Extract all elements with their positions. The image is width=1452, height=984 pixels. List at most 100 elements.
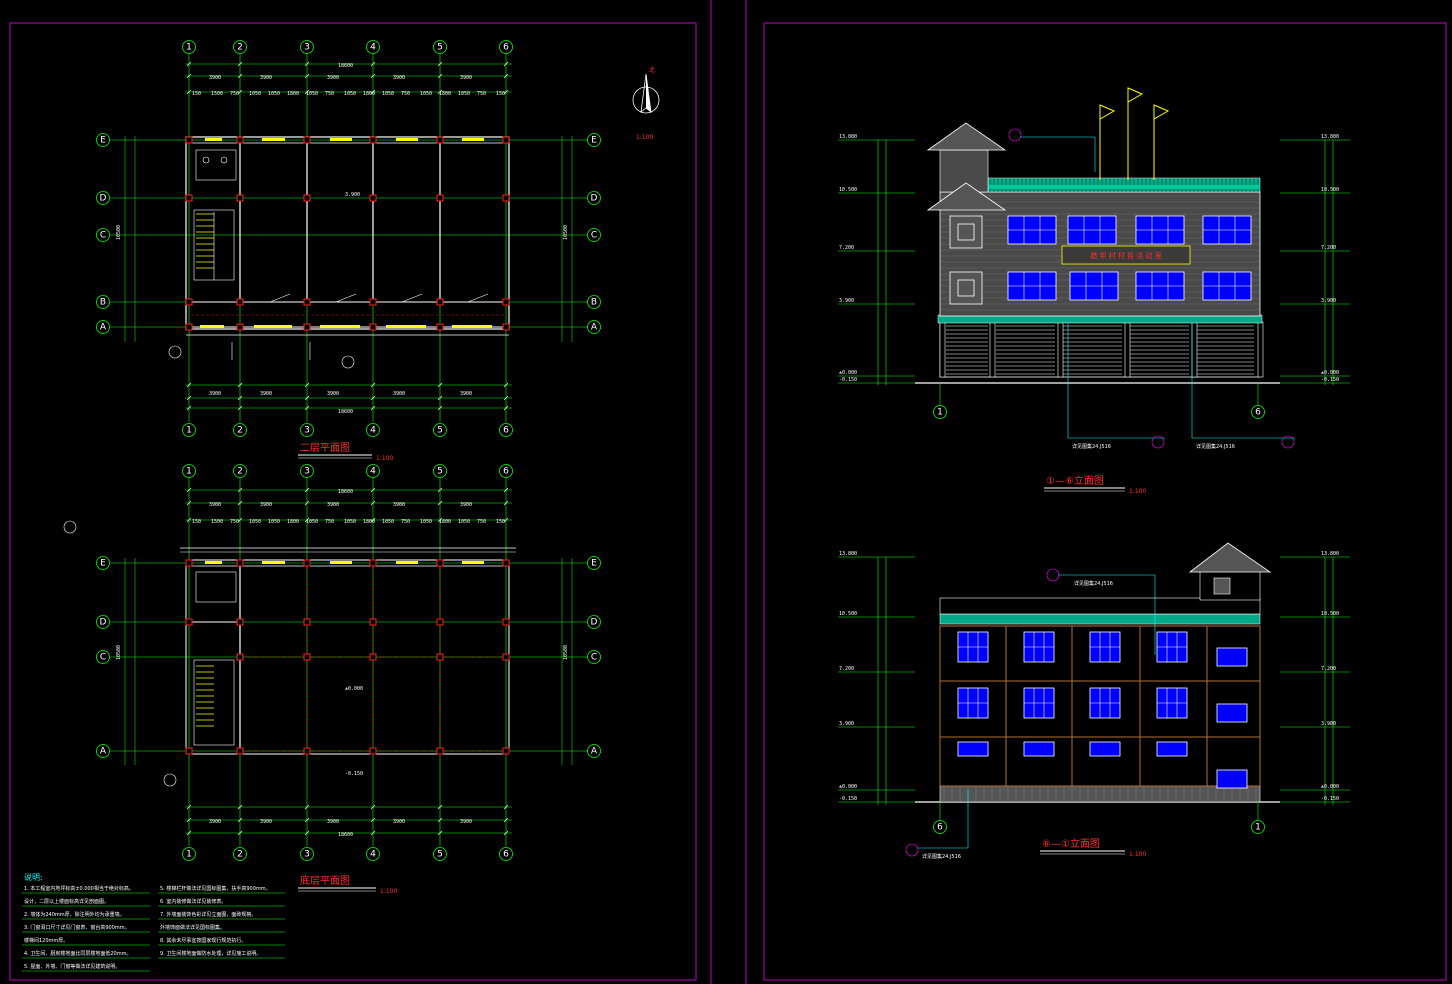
column [236, 323, 244, 331]
dim-tick [237, 830, 243, 836]
dim-tick [304, 405, 310, 411]
lattice-window [949, 215, 983, 249]
dimension-text: 3900 [209, 502, 221, 508]
toilet-room [195, 149, 237, 181]
axis-4-bottom-label: 4 [370, 426, 376, 436]
axis-3-bottom-bubble [300, 423, 314, 437]
dim-tick [503, 395, 509, 401]
dim-tick [437, 500, 443, 506]
dim-tick [304, 395, 310, 401]
dimension-text: 3900 [327, 75, 339, 81]
axis-1-bottom-bubble [182, 847, 196, 861]
dimension-text: 18600 [338, 489, 353, 495]
axis-E-left-label: E [100, 136, 106, 146]
second-floor-plan-scale: 1:100 [376, 455, 393, 462]
level-text: 7.200 [1321, 245, 1336, 251]
axis-A-right-bubble [587, 744, 601, 758]
small-window [1023, 741, 1055, 757]
north-scale: 1:100 [636, 134, 653, 141]
axis-A-right-bubble [587, 320, 601, 334]
dim-tick [437, 405, 443, 411]
column [436, 323, 444, 331]
dim-tick [237, 804, 243, 810]
stair [193, 209, 235, 281]
elev-axis-1-bubble [933, 405, 947, 419]
detail-bubble [1046, 568, 1060, 582]
dimension-text: 3900 [327, 819, 339, 825]
column [369, 653, 377, 661]
right-sheet-frame [763, 22, 1447, 981]
door-swing [401, 293, 423, 303]
dim-tick [237, 405, 243, 411]
level-text: 10.500 [1321, 611, 1339, 617]
note-line: 9. 卫生间楼地面做防水处理，详见施工说明。 [160, 950, 261, 957]
dimension-text: 10500 [563, 225, 569, 240]
pier [989, 321, 996, 378]
dim-tick [237, 73, 243, 79]
dimension-text: 1050 [458, 519, 470, 525]
axis-1-top-bubble [182, 464, 196, 478]
pier [1057, 321, 1064, 378]
axis-C-right-label: C [591, 653, 597, 663]
dimension-text: 1050 [344, 91, 356, 97]
axis-B-left-label: B [100, 298, 106, 308]
dimension-text: 1050 [382, 91, 394, 97]
dim-tick [186, 395, 192, 401]
tower-roof-lower [926, 182, 1007, 211]
stair-window [1216, 703, 1248, 723]
axis-1-bottom-bubble [182, 423, 196, 437]
axis-6-top-bubble [499, 464, 513, 478]
axis-5-top-label: 5 [437, 43, 443, 53]
lattice-inner [957, 223, 975, 241]
dim-tick [370, 73, 376, 79]
axis-6-bottom-label: 6 [503, 426, 509, 436]
dimension-text: 1050 [458, 91, 470, 97]
dimension-text: 3900 [460, 75, 472, 81]
column [369, 298, 377, 306]
axis-2-top-label: 2 [237, 467, 243, 477]
level-text: 13.800 [839, 551, 857, 557]
column [185, 136, 193, 144]
level-text: -0.150 [345, 771, 363, 777]
note-line: 5. 楼梯栏杆做法详见国标图集，扶手高900mm。 [160, 885, 271, 892]
column [303, 194, 311, 202]
second-floor-plan-title: 二层平面图 [300, 442, 350, 454]
callout-text: 详见图集24.J516 [1196, 443, 1235, 450]
note-line: 2. 墙体为240mm厚，除注明外均为承重墙。 [24, 911, 125, 918]
notes-heading: 说明: [24, 872, 43, 882]
column [502, 136, 510, 144]
dimension-text: 750 [477, 91, 486, 97]
dimension-text: 1050 [420, 91, 432, 97]
dim-tick [503, 517, 509, 523]
level-text: ±0.000 [345, 686, 363, 692]
axis-B-left-bubble [96, 295, 110, 309]
dim-tick [237, 89, 243, 95]
axis-E-right-label: E [591, 559, 597, 569]
ground-floor-plan-scale: 1:100 [380, 888, 397, 895]
column [236, 653, 244, 661]
column [436, 559, 444, 567]
dimension-text: 1800 [439, 91, 451, 97]
dimension-text: 750 [325, 519, 334, 525]
elev-axis-6-bubble [1251, 405, 1265, 419]
window [205, 561, 222, 564]
dimension-text: 3900 [260, 502, 272, 508]
stair-window [1216, 769, 1248, 789]
axis-2-top-bubble [233, 40, 247, 54]
dimension-text: 10500 [116, 225, 122, 240]
dim-tick [370, 405, 376, 411]
dim-tick [503, 500, 509, 506]
window [330, 561, 352, 564]
level-text: 3.900 [1321, 721, 1336, 727]
note-line: 外墙饰面做法详见国标图集。 [160, 924, 225, 931]
dim-tick [503, 89, 509, 95]
axis-2-bottom-label: 2 [237, 426, 243, 436]
axis-C-left-bubble [96, 650, 110, 664]
axis-6-top-label: 6 [503, 43, 509, 53]
column [502, 559, 510, 567]
dim-tick [437, 517, 443, 523]
tower-roof [1188, 542, 1272, 573]
window [320, 325, 360, 328]
dimension-text: 1800 [287, 519, 299, 525]
